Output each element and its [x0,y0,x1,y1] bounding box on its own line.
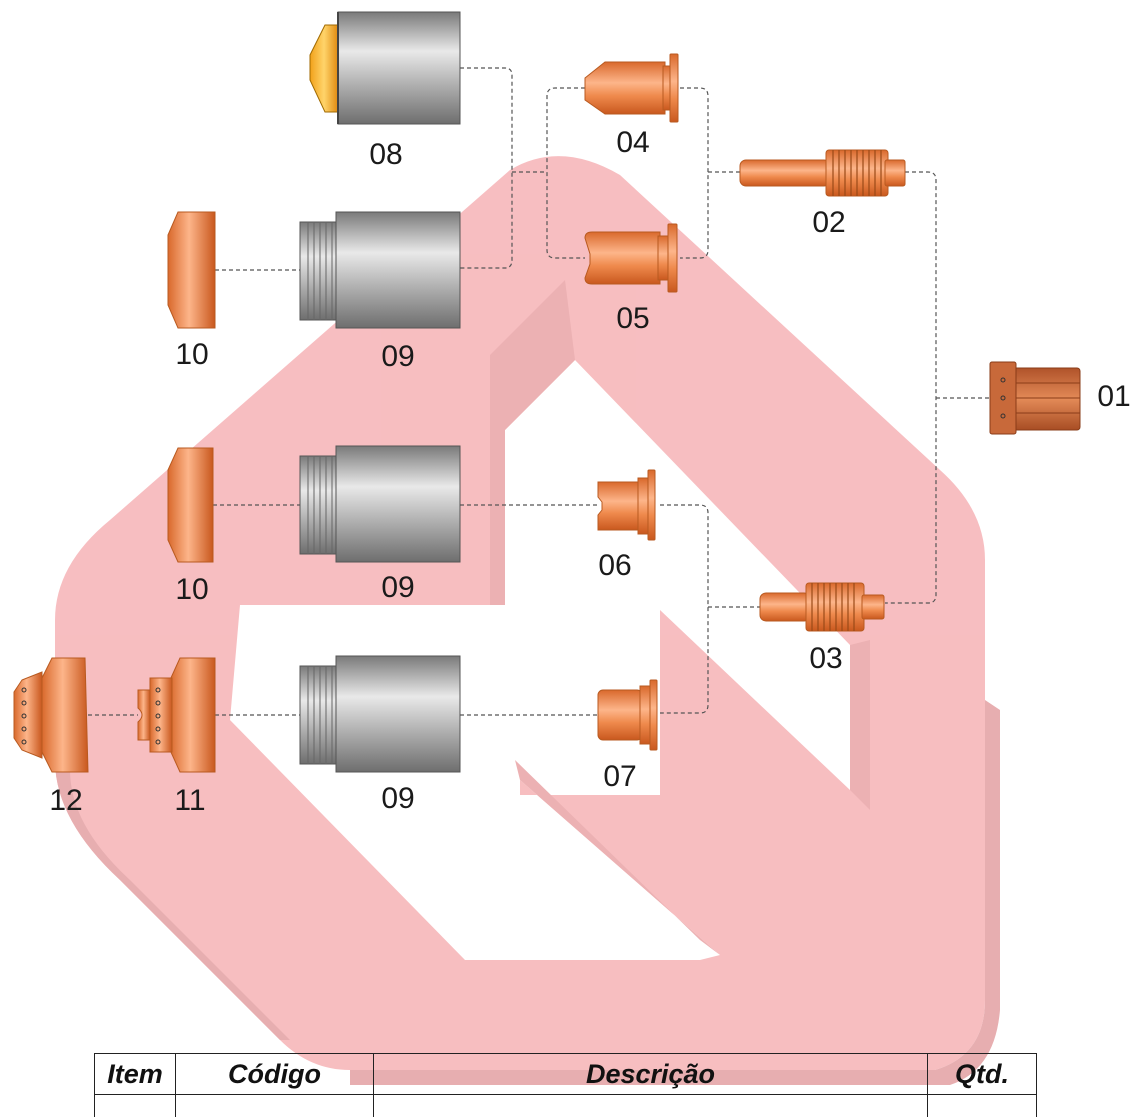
part-07-nozzle [598,680,657,750]
part-10-shield-a [168,212,215,328]
part-02-electrode [740,150,905,196]
header-descricao: Descrição [374,1054,928,1095]
parts-table: Item Código Descrição Qtd. [94,1053,1037,1117]
header-item: Item [95,1054,176,1095]
part-label-08: 08 [369,140,402,170]
part-label-03: 03 [809,644,842,674]
parts-table-header: Item Código Descrição Qtd. [95,1054,1037,1095]
part-09-retaining-cap-a [300,212,460,328]
part-label-09-bot: 09 [381,784,414,814]
part-04-nozzle [585,54,678,122]
part-label-07: 07 [603,762,636,792]
table-row [95,1095,1037,1117]
part-12-shield-cup [14,658,88,772]
part-label-12: 12 [49,786,82,816]
part-label-06: 06 [598,551,631,581]
part-label-11: 11 [174,786,205,816]
part-01-swirl-ring [990,362,1080,434]
part-label-09-mid: 09 [381,573,414,603]
part-label-05: 05 [616,304,649,334]
part-label-10-mid: 10 [175,575,208,605]
part-label-10-top: 10 [175,340,208,370]
header-qtd: Qtd. [928,1054,1037,1095]
part-08-retaining-cap [310,12,460,124]
part-label-01: 01 [1097,382,1130,412]
part-09-retaining-cap-b [300,446,460,562]
part-10-shield-b [168,448,213,562]
part-09-retaining-cap-c [300,656,460,772]
part-label-04: 04 [616,128,649,158]
header-codigo: Código [176,1054,374,1095]
part-label-02: 02 [812,208,845,238]
part-06-nozzle [598,470,655,540]
part-label-09-top: 09 [381,342,414,372]
